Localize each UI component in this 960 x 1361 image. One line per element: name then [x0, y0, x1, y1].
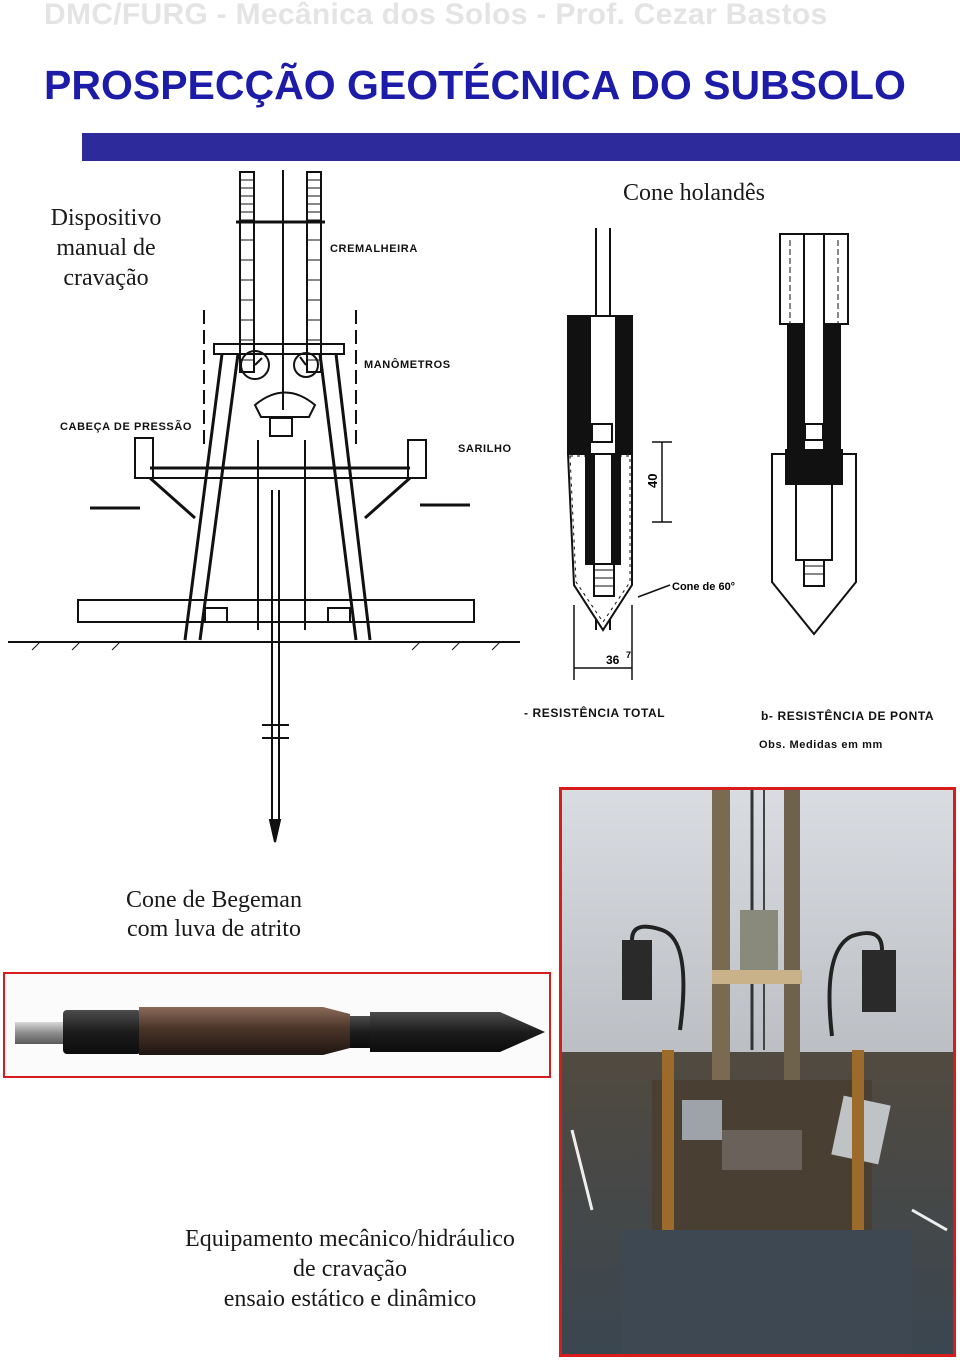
equipment-image: [562, 790, 953, 1354]
caption-line: Cone de Begeman: [126, 887, 302, 913]
caption-line: cravação: [63, 265, 149, 291]
begeman-cone-image: [15, 1007, 545, 1055]
sarilho-label: SARILHO: [458, 443, 512, 455]
cone-60-label: Cone de 60°: [672, 581, 735, 593]
tip-resistance-label: b- RESISTÊNCIA DE PONTA: [761, 709, 935, 723]
total-resistance-label: - RESISTÊNCIA TOTAL: [524, 706, 666, 720]
dimension-40-label: 40: [645, 474, 660, 488]
equipment-photo: [559, 787, 956, 1357]
title-underline-bar: [82, 133, 960, 161]
equipment-caption: Equipamento mecânico/hidráulico de crava…: [166, 1224, 534, 1314]
caption-line: com luva de atrito: [127, 916, 301, 942]
caption-line: ensaio estático e dinâmico: [223, 1286, 477, 1312]
label-a-prefix: a: [519, 706, 523, 720]
caption-line: Dispositivo: [50, 205, 162, 231]
page-title: PROSPECÇÃO GEOTÉCNICA DO SUBSOLO: [44, 62, 906, 108]
begeman-cone-photo: [3, 972, 551, 1078]
dimension-36-label: 36: [606, 653, 620, 667]
header-watermark: DMC/FURG - Mecânica dos Solos - Prof. Ce…: [44, 0, 828, 31]
caption-line: manual de: [56, 235, 156, 261]
caption-line: Equipamento mecânico/hidráulico: [185, 1226, 515, 1252]
dutch-cone-caption: Cone holandês: [623, 180, 765, 206]
manometros-label: MANÔMETROS: [364, 359, 451, 371]
caption-line: de cravação: [293, 1256, 407, 1282]
measurement-note: Obs. Medidas em mm: [759, 739, 883, 751]
dutch-cone-drawing: 40 36 7 Cone de 60°: [566, 228, 857, 680]
manual-device-drawing: [8, 170, 520, 843]
cremalheira-label: CREMALHEIRA: [330, 243, 418, 255]
cabeca-pressao-label: CABEÇA DE PRESSÃO: [60, 421, 193, 433]
begeman-caption: Cone de Begeman com luva de atrito: [104, 886, 324, 944]
dimension-36-sup: 7: [626, 650, 631, 660]
manual-device-caption: Dispositivo manual de cravação: [36, 203, 176, 293]
